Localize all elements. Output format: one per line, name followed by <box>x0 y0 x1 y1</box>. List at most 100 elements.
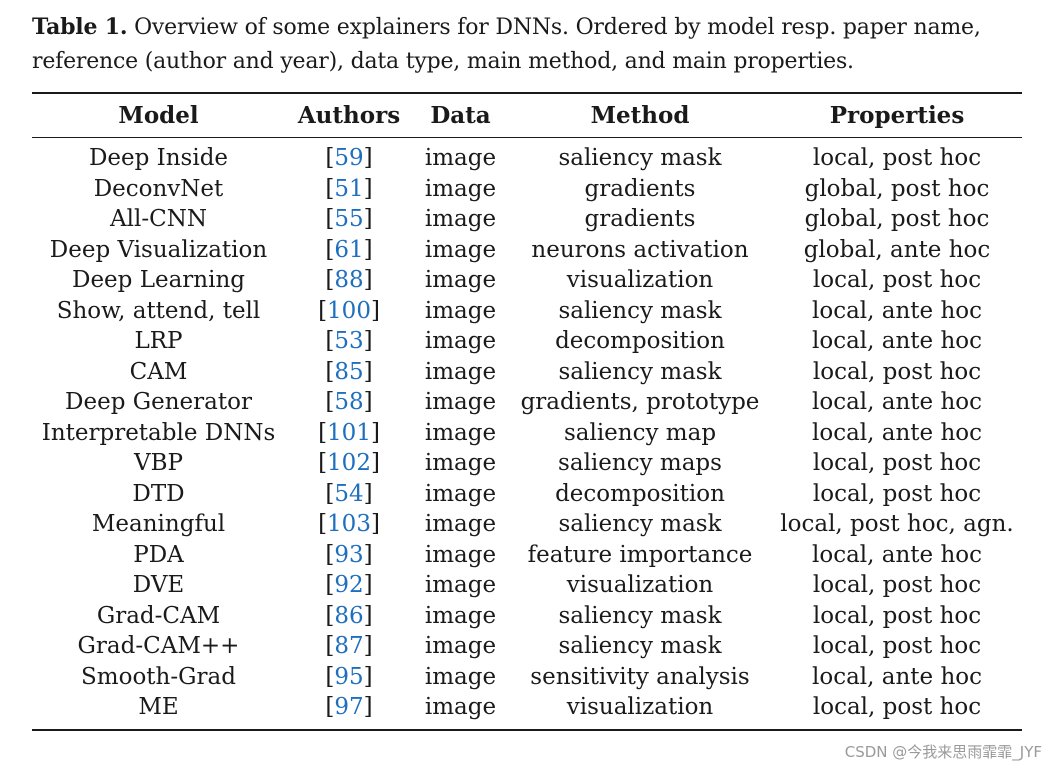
cell-method: saliency maps <box>558 450 722 477</box>
reference-bracket-close: ] <box>363 633 373 660</box>
cell-authors: [53] <box>285 326 413 357</box>
cell-authors: [61] <box>285 235 413 266</box>
cell-data: image <box>424 694 497 721</box>
cell-model: All-CNN <box>110 206 207 233</box>
reference-bracket-close: ] <box>363 328 373 355</box>
cell-properties: local, post hoc <box>812 572 982 599</box>
cell-data: image <box>424 511 497 538</box>
table-header-row: Model Authors Data Method Properties <box>32 94 1022 137</box>
cell-model: PDA <box>133 541 184 568</box>
cell-properties: global, post hoc <box>804 206 990 233</box>
reference-link[interactable]: 100 <box>327 297 371 324</box>
cell-authors: [55] <box>285 204 413 235</box>
reference-link[interactable]: 54 <box>334 480 364 507</box>
reference-link[interactable]: 101 <box>327 419 371 446</box>
reference-link[interactable]: 103 <box>327 511 371 538</box>
cell-data: image <box>424 572 497 599</box>
reference-link[interactable]: 93 <box>334 541 364 568</box>
cell-model: Meaningful <box>91 511 226 538</box>
cell-properties: local, post hoc <box>812 358 982 385</box>
cell-data: image <box>424 175 497 202</box>
reference-bracket-close: ] <box>363 480 373 507</box>
reference-link[interactable]: 61 <box>334 236 364 263</box>
reference-link[interactable]: 59 <box>334 145 364 172</box>
cell-model: Smooth-Grad <box>81 663 236 690</box>
cell-authors: [87] <box>285 631 413 662</box>
reference-link[interactable]: 86 <box>334 602 364 629</box>
cell-data: image <box>424 206 497 233</box>
table-row: Meaningful [103] image saliency mask local, … <box>32 509 1022 540</box>
reference-bracket-open: [ <box>325 541 335 568</box>
reference-link[interactable]: 87 <box>334 633 364 660</box>
cell-authors: [59] <box>285 137 413 174</box>
reference-bracket-close: ] <box>363 267 373 294</box>
reference-link[interactable]: 55 <box>334 206 364 233</box>
cell-model: DTD <box>132 480 185 507</box>
cell-method: saliency mask <box>558 145 722 172</box>
reference-link[interactable]: 97 <box>334 694 364 721</box>
table-top-rule <box>32 92 1022 94</box>
reference-link[interactable]: 53 <box>334 328 364 355</box>
cell-authors: [88] <box>285 265 413 296</box>
header-properties: Properties <box>829 102 965 129</box>
reference-link[interactable]: 58 <box>334 389 364 416</box>
cell-properties: local, ante hoc <box>811 541 982 568</box>
cell-data: image <box>424 389 497 416</box>
reference-bracket-close: ] <box>363 663 373 690</box>
cell-properties: local, post hoc <box>812 694 982 721</box>
cell-authors: [101] <box>285 418 413 449</box>
cell-model: CAM <box>129 358 188 385</box>
reference-bracket-close: ] <box>363 145 373 172</box>
cell-properties: local, ante hoc <box>811 419 982 446</box>
reference-link[interactable]: 102 <box>327 450 371 477</box>
reference-link[interactable]: 88 <box>334 267 364 294</box>
reference-bracket-open: [ <box>325 267 335 294</box>
cell-data: image <box>424 480 497 507</box>
reference-bracket-open: [ <box>325 206 335 233</box>
explainers-table: Model Authors Data Method Properties Dee… <box>32 94 1022 723</box>
reference-bracket-close: ] <box>370 511 380 538</box>
cell-properties: local, ante hoc <box>811 389 982 416</box>
reference-bracket-close: ] <box>363 236 373 263</box>
cell-method: saliency mask <box>558 511 722 538</box>
cell-model: Interpretable DNNs <box>41 419 276 446</box>
caption-label: Table 1. <box>32 14 128 40</box>
cell-authors: [86] <box>285 601 413 632</box>
reference-link[interactable]: 51 <box>334 175 364 202</box>
reference-link[interactable]: 92 <box>334 572 364 599</box>
cell-method: visualization <box>566 572 714 599</box>
reference-link[interactable]: 95 <box>334 663 364 690</box>
table-header-rule <box>32 137 1022 138</box>
cell-data: image <box>424 602 497 629</box>
reference-bracket-open: [ <box>318 419 328 446</box>
cell-authors: [103] <box>285 509 413 540</box>
reference-bracket-open: [ <box>318 511 328 538</box>
cell-model: LRP <box>134 328 183 355</box>
cell-model: Deep Visualization <box>49 236 268 263</box>
cell-authors: [100] <box>285 296 413 327</box>
cell-data: image <box>424 145 497 172</box>
cell-data: image <box>424 267 497 294</box>
cell-data: image <box>424 663 497 690</box>
cell-properties: local, post hoc, agn. <box>780 511 1014 538</box>
cell-method: sensitivity analysis <box>530 663 750 690</box>
reference-link[interactable]: 85 <box>334 358 364 385</box>
header-model: Model <box>118 102 199 129</box>
cell-method: neurons activation <box>531 236 749 263</box>
header-data: Data <box>430 102 491 129</box>
cell-properties: local, ante hoc <box>811 328 982 355</box>
cell-method: saliency map <box>563 419 717 446</box>
cell-method: visualization <box>566 267 714 294</box>
cell-properties: local, post hoc <box>812 450 982 477</box>
cell-data: image <box>424 450 497 477</box>
cell-model: Grad-CAM++ <box>77 633 240 660</box>
